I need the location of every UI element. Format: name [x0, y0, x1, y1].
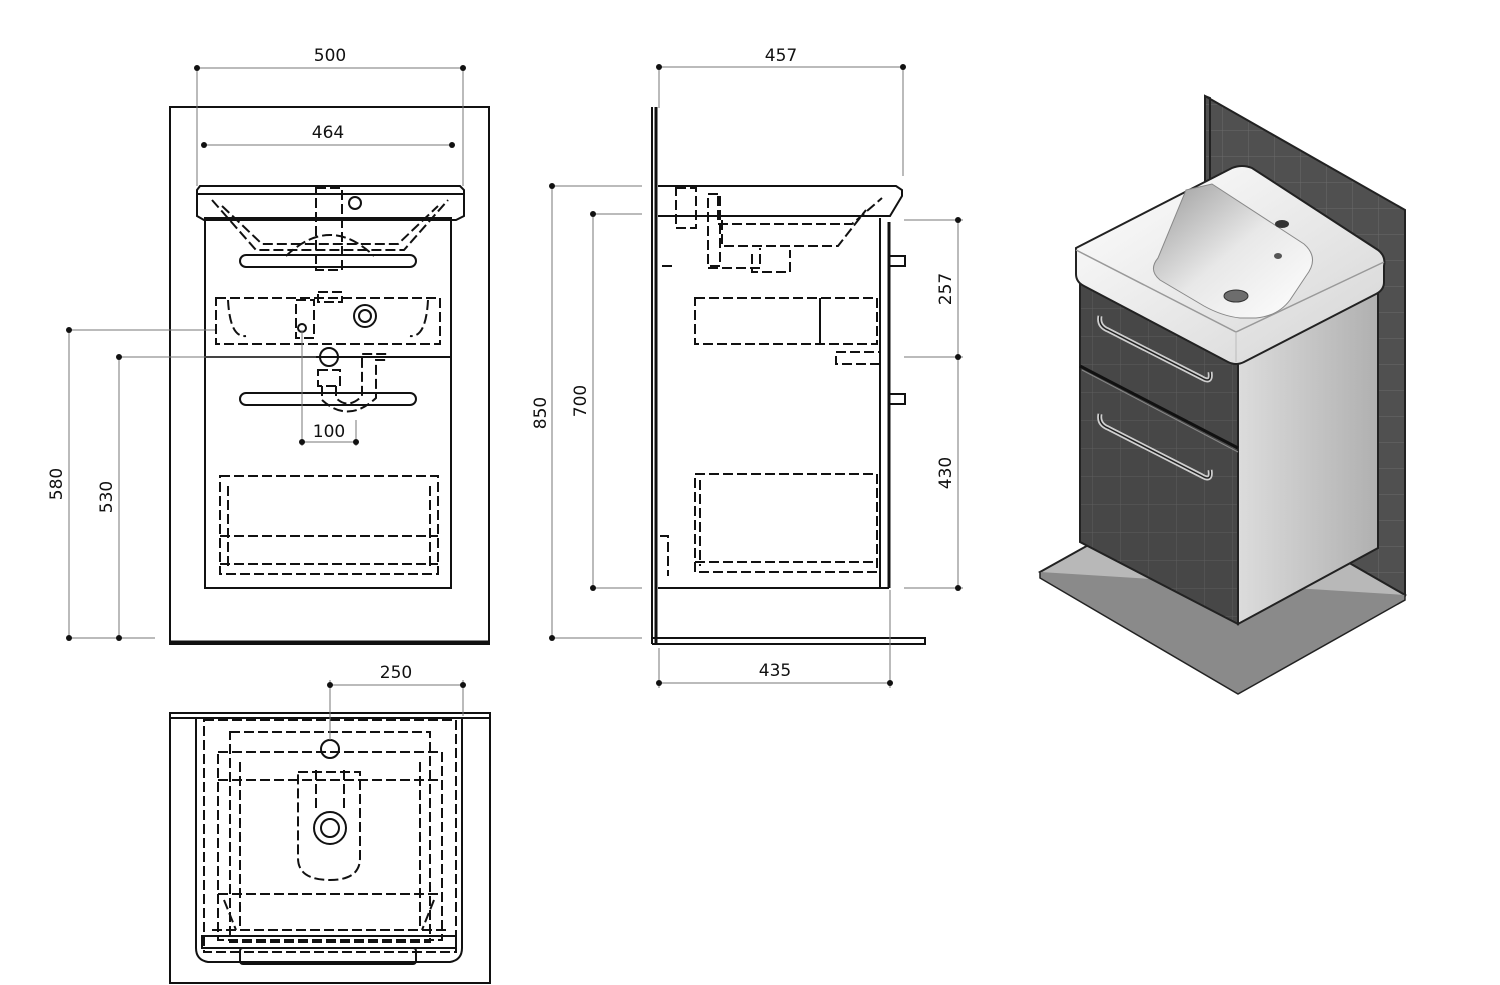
- dim-side-lower-drawer: 430: [936, 457, 956, 489]
- dim-front-height-530: 530: [97, 481, 117, 513]
- iso-tap-hole: [1275, 220, 1289, 228]
- top-view-handle: [239, 947, 417, 965]
- front-wall-panel: [169, 106, 490, 645]
- dim-top-offset: 250: [380, 663, 412, 683]
- side-floor-line: [652, 637, 926, 645]
- iso-drain: [1223, 289, 1249, 303]
- dim-front-basin-width: 464: [312, 123, 344, 143]
- side-view: 457 435 850 700 257 430: [531, 46, 963, 688]
- dim-side-depth-bottom: 435: [759, 661, 791, 681]
- dim-front-height-580: 580: [47, 468, 67, 500]
- front-upper-handle: [239, 254, 417, 268]
- iso-basin-bowl: [1153, 183, 1313, 319]
- dim-front-width: 500: [314, 46, 346, 66]
- side-basin-profile: [658, 185, 903, 217]
- front-lower-handle: [239, 392, 417, 406]
- front-basin-rim: [196, 185, 465, 221]
- front-view: 500 464 580 530 100: [47, 46, 490, 645]
- isometric-render: [1037, 94, 1408, 695]
- dim-side-height-850: 850: [531, 397, 551, 429]
- dim-front-siphon-offset: 100: [313, 422, 345, 442]
- front-tap-hole: [348, 196, 362, 210]
- top-view-siphon: [297, 771, 361, 882]
- top-view: 250: [169, 663, 491, 984]
- dim-side-height-700: 700: [571, 385, 591, 417]
- front-basin-bowl: [211, 199, 449, 251]
- front-cabinet-body: [204, 217, 452, 589]
- dim-side-upper-drawer: 257: [936, 273, 956, 305]
- dim-side-depth-top: 457: [765, 46, 797, 66]
